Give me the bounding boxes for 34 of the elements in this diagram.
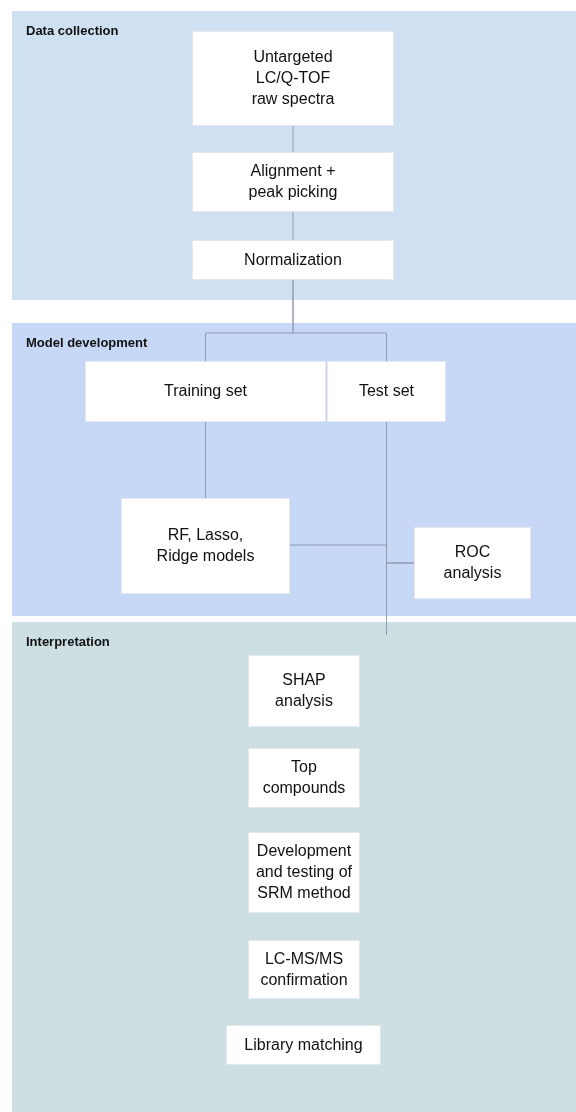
connector-line (205, 421, 206, 499)
step-label: Library matching (244, 1034, 363, 1055)
section-heading: Data collection (26, 23, 119, 38)
process-box (248, 832, 360, 913)
section-band (12, 323, 576, 616)
step-label: Test set (358, 381, 415, 402)
process-box (121, 498, 290, 594)
process-box (248, 748, 360, 808)
step-label: RF, Lasso, Ridge models (155, 525, 256, 566)
process-box (248, 940, 360, 999)
step-label: LC-MS/MS confirmation (259, 948, 349, 990)
section-heading: Model development (26, 335, 148, 350)
connector-line (292, 125, 294, 153)
step-label: Alignment + peak picking (247, 161, 339, 202)
section-heading: Interpretation (26, 634, 110, 649)
process-box (414, 527, 531, 599)
section-band (12, 622, 576, 1112)
process-box (85, 361, 326, 422)
step-label: Training set (164, 381, 247, 402)
process-box (327, 361, 446, 422)
section-band (12, 11, 576, 300)
process-box (192, 240, 394, 280)
step-label: Top compounds (261, 757, 347, 798)
process-box (226, 1025, 381, 1065)
connector-line (292, 211, 294, 241)
step-label: Normalization (244, 249, 342, 270)
step-label: Untargeted LC/Q-TOF raw spectra (250, 47, 336, 109)
connector-line (292, 279, 387, 362)
process-box (192, 31, 394, 126)
process-box (248, 655, 360, 727)
step-label: SHAP analysis (274, 670, 334, 711)
step-label: Development and testing of SRM method (254, 841, 354, 903)
process-box (192, 152, 394, 212)
step-label: ROC analysis (442, 542, 503, 583)
